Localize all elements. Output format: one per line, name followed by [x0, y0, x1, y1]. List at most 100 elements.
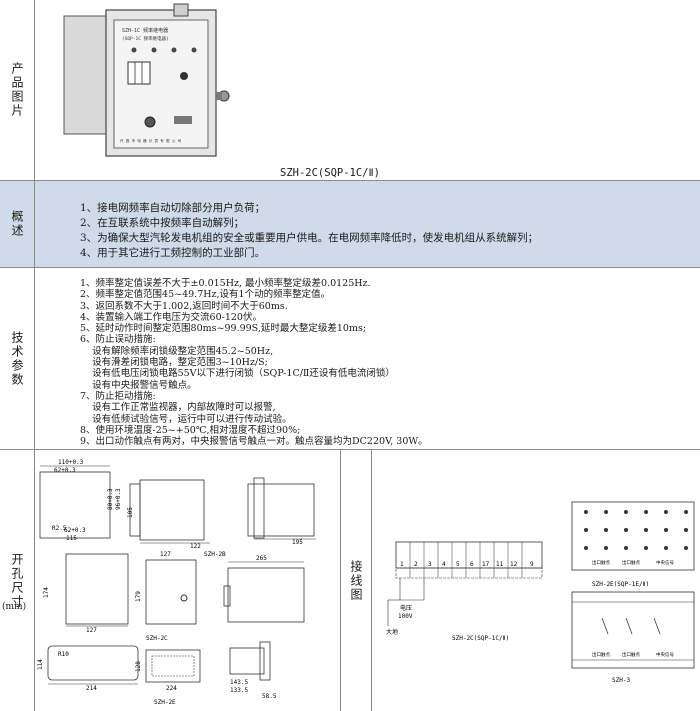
dim-label: 115: [66, 535, 77, 542]
dim-label: 96+0.3: [115, 488, 122, 510]
terminal-label: 11: [496, 561, 504, 568]
spec-line: 设有低电压闭锁电路55V以下进行闭锁（SQP-1C/Ⅱ还设有低电流闭锁）: [80, 368, 395, 380]
terminal-label: 2: [414, 561, 418, 568]
wiring-szh2c: 1 2 3 4 5 6 17 11 12 9 电压 100V 大地 SZH-2C…: [386, 541, 543, 642]
wiring-szh3: 出口触点 出口触点 中央信号 SZH-3: [571, 591, 695, 684]
terminal-label: 4: [442, 561, 446, 568]
dim-label: R2.5: [52, 525, 67, 532]
terminal-label: 1: [400, 561, 404, 568]
dim-label: 179: [135, 591, 142, 602]
dim-label: 224: [166, 685, 177, 692]
product-photo: SZH-1C 频率继电器 (SQP-1C 频率继电器) 许 昌 市 电 器 仪 …: [63, 3, 380, 179]
overview-label: 概述: [10, 210, 24, 238]
drawing-caption: SZH-2C: [146, 635, 168, 642]
panel-mfr: 许 昌 市 电 器 仪 表 有 限 公 司: [120, 138, 182, 143]
overview-row: 概述 1、接电网频率自动切除部分用户负荷； 2、在互联系统中按频率自动解列； 3…: [0, 181, 700, 268]
dim-label: 122: [190, 543, 201, 550]
panel-subtitle: (SQP-1C 频率继电器): [122, 35, 169, 42]
indicator-led: [131, 47, 137, 53]
panel-title: SZH-1C 频率继电器: [122, 27, 168, 34]
contact-label: 出口触点: [622, 651, 640, 658]
overview-label-cell: 概述: [0, 181, 35, 267]
overview-line: 3、为确保大型汽轮发电机组的安全或重要用户供电。在电网频率降低时，使发电机组从系…: [80, 232, 539, 244]
voltage-label: 电压: [400, 604, 412, 612]
drawings-row: 开孔尺寸 (mm) 110+0.3 62+0.3 80+0.3 96+0.3 6…: [0, 450, 700, 711]
dim-label: 127: [86, 627, 97, 634]
dim-label: 110+0.3: [58, 459, 84, 466]
spec-line: 8、使用环境温度-25~+50℃,相对湿度不超过90%;: [80, 424, 301, 436]
terminal-label: 17: [482, 561, 490, 568]
photo-caption: SZH-2C(SQP-1C/Ⅱ): [280, 167, 380, 179]
cutout-unit: (mm): [2, 602, 27, 612]
ground-label: 大地: [386, 628, 398, 636]
dim-label: 143.5: [230, 679, 248, 686]
spec-line: 设有工作正常监视器，内部故障时可以报警,: [80, 402, 276, 414]
spec-line: 设有中央报警信号触点。: [80, 379, 197, 391]
photo-label: 产品图片: [10, 62, 24, 118]
dim-label: 128: [135, 661, 142, 672]
contact-label: 中央信号: [656, 651, 674, 658]
indicator-led: [151, 47, 157, 53]
contact-label: 中央信号: [656, 559, 674, 566]
spec-line: 6、防止误动措施:: [80, 334, 156, 346]
dim-label: 174: [43, 587, 50, 598]
spec-line: 7、防止拒动措施:: [80, 390, 156, 402]
spec-line: 3、返回系数不大于1.002,返回时间不大于60ms.: [80, 300, 288, 312]
dim-label: 80+0.3: [107, 488, 114, 510]
spec-line: 9、出口动作触点有两对，中央报警信号触点一对。触点容量均为DC220V, 30W…: [80, 436, 428, 448]
contact-label: 出口触点: [622, 559, 640, 566]
dim-label: 195: [292, 539, 303, 546]
overview-line: 4、用于其它进行工频控制的工业部门。: [80, 247, 266, 259]
spec-line: 设有滑差闭锁电路，整定范围3~10Hz/S;: [80, 357, 268, 369]
photo-row: 产品图片 SZH-1C 频率继电器 (SQP-1C 频率继电器): [0, 0, 700, 181]
cutout-drawings: 110+0.3 62+0.3 80+0.3 96+0.3 62+0.3 R2.5…: [37, 459, 316, 706]
test-button: [174, 116, 192, 124]
dim-label: 133.5: [230, 687, 248, 694]
photo-label-cell: 产品图片: [0, 0, 35, 180]
overview-content: 1、接电网频率自动切除部分用户负荷； 2、在互联系统中按频率自动解列； 3、为确…: [34, 181, 700, 267]
terminal-label: 6: [470, 561, 474, 568]
overview-line: 2、在互联系统中按频率自动解列；: [80, 217, 245, 229]
adjust-knob: [144, 116, 156, 128]
relay-tab: [173, 3, 189, 17]
dim-label: 265: [256, 555, 267, 562]
cutout-label-cell: 开孔尺寸: [0, 450, 35, 711]
wiring-caption: SZH-2C(SQP-1C/Ⅱ): [452, 635, 509, 642]
wiring-diagrams: 1 2 3 4 5 6 17 11 12 9 电压 100V 大地 SZH-2C…: [386, 501, 695, 684]
wiring-label: 接线图: [349, 559, 363, 602]
dim-label: 214: [86, 685, 97, 692]
specs-list: 1、频率整定值误差不大于±0.015Hz, 最小频率整定级差0.0125Hz. …: [80, 278, 428, 447]
spec-line: 1、频率整定值误差不大于±0.015Hz, 最小频率整定级差0.0125Hz.: [80, 278, 371, 289]
toggle-knob: [180, 72, 188, 80]
photo-content: SZH-1C 频率继电器 (SQP-1C 频率继电器) 许 昌 市 电 器 仪 …: [34, 0, 700, 180]
terminal-label: 5: [456, 561, 460, 568]
dim-label: 127: [160, 551, 171, 558]
spec-line: 设有解除频率闭锁级整定范围45.2~50Hz,: [80, 345, 274, 357]
dim-label: 62+0.3: [54, 467, 76, 474]
overview-list: 1、接电网频率自动切除部分用户负荷； 2、在互联系统中按频率自动解列； 3、为确…: [80, 201, 538, 261]
indicator-led: [171, 47, 177, 53]
wiring-caption: SZH-3: [612, 677, 630, 684]
dim-label: 62+0.3: [64, 527, 86, 534]
drawing-caption: SZH-2B: [204, 551, 226, 558]
contact-label: 出口触点: [592, 559, 610, 566]
spec-line: 4、装置输入端工作电压为交流60-120伏。: [80, 311, 262, 323]
terminal-label: 3: [428, 561, 432, 568]
contact-label: 出口触点: [592, 651, 610, 658]
dim-label: 105: [127, 507, 134, 518]
dim-label: R10: [58, 651, 69, 658]
specs-content: 1、频率整定值误差不大于±0.015Hz, 最小频率整定级差0.0125Hz. …: [34, 268, 700, 449]
wiring-label-cell: 接线图: [340, 450, 372, 711]
wiring-szh2e: 出口触点 出口触点 中央信号 SZH-2E(SQP-1E/Ⅱ): [571, 501, 695, 588]
dim-label: 58.5: [262, 693, 277, 700]
spec-line: 设有低频试验信号，运行中可以进行传动试验。: [80, 413, 292, 425]
overview-line: 1、接电网频率自动切除部分用户负荷；: [80, 202, 266, 214]
specs-row: 技术参数 1、频率整定值误差不大于±0.015Hz, 最小频率整定级差0.012…: [0, 268, 700, 450]
indicator-led: [191, 47, 197, 53]
terminal-label: 12: [510, 561, 518, 568]
dim-label: 114: [37, 659, 44, 670]
cutout-label: 开孔尺寸: [10, 552, 24, 609]
specs-label-cell: 技术参数: [0, 268, 35, 449]
wiring-caption: SZH-2E(SQP-1E/Ⅱ): [592, 581, 649, 588]
